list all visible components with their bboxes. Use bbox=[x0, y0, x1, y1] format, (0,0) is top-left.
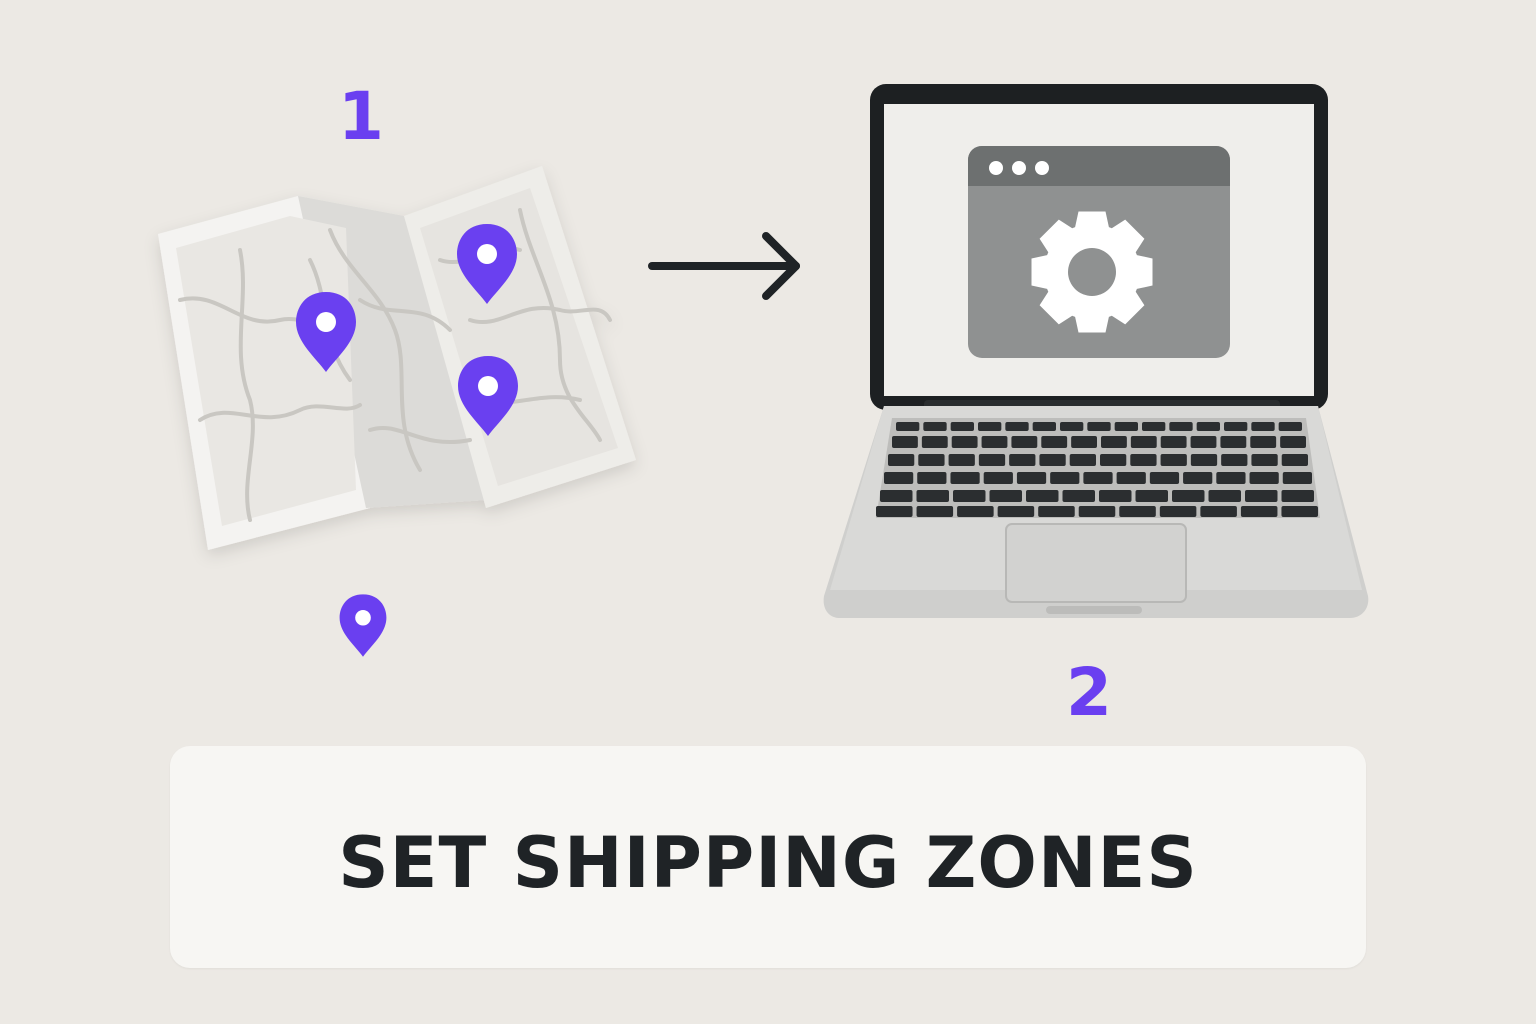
keyboard-key bbox=[1116, 472, 1146, 484]
keyboard-key bbox=[1282, 472, 1312, 484]
keyboard-key bbox=[957, 506, 994, 517]
keyboard-key bbox=[916, 490, 949, 502]
keyboard-key bbox=[989, 490, 1022, 502]
keyboard-key bbox=[1190, 454, 1218, 466]
keyboard-key bbox=[978, 454, 1006, 466]
keyboard-key bbox=[917, 472, 947, 484]
settings-window bbox=[968, 146, 1230, 358]
keyboard-key bbox=[1060, 422, 1084, 431]
keyboard-key bbox=[997, 506, 1035, 517]
keyboard-key bbox=[1220, 436, 1247, 448]
keyboard-key bbox=[951, 436, 978, 448]
keyboard-key bbox=[1221, 454, 1248, 466]
keyboard-key bbox=[884, 472, 914, 484]
keyboard-key bbox=[1071, 436, 1097, 448]
keyboard-key bbox=[1250, 436, 1277, 448]
keyboard-key bbox=[1135, 490, 1168, 502]
keyboard-key bbox=[1216, 472, 1246, 484]
keyboard-key bbox=[1130, 436, 1157, 448]
keyboard-key bbox=[1101, 436, 1127, 448]
keyboard-key bbox=[1160, 436, 1187, 448]
keyboard-key bbox=[1281, 490, 1314, 502]
keyboard-key bbox=[981, 436, 1008, 448]
caption-banner bbox=[170, 746, 1366, 968]
keyboard-key bbox=[880, 490, 913, 502]
keyboard-key bbox=[1114, 422, 1138, 431]
keyboard-key bbox=[950, 422, 974, 431]
keyboard-key bbox=[1069, 454, 1096, 466]
gear-icon bbox=[1031, 211, 1153, 333]
keyboard-key bbox=[1281, 454, 1308, 466]
keyboard bbox=[876, 422, 1318, 517]
keyboard-key bbox=[1251, 422, 1275, 431]
keyboard-key bbox=[1196, 422, 1220, 431]
keyboard-key bbox=[953, 490, 986, 502]
keyboard-key bbox=[978, 422, 1002, 431]
keyboard-key bbox=[1190, 436, 1217, 448]
keyboard-key bbox=[1005, 422, 1029, 431]
keyboard-key bbox=[1026, 490, 1059, 502]
keyboard-key bbox=[1032, 422, 1056, 431]
location-pin-icon bbox=[339, 594, 387, 657]
keyboard-key bbox=[918, 454, 945, 466]
keyboard-key bbox=[1083, 472, 1113, 484]
keyboard-key bbox=[1245, 490, 1278, 502]
keyboard-key bbox=[888, 454, 915, 466]
window-dot bbox=[1035, 161, 1049, 175]
keyboard-key bbox=[1280, 436, 1306, 448]
keyboard-key bbox=[1278, 422, 1302, 431]
arrow-right-icon bbox=[648, 232, 800, 300]
caption-text: SET SHIPPING ZONES bbox=[338, 822, 1198, 904]
keyboard-key bbox=[1251, 454, 1278, 466]
keyboard-key bbox=[1149, 472, 1180, 484]
keyboard-key bbox=[1169, 422, 1193, 431]
keyboard-key bbox=[1200, 506, 1237, 517]
keyboard-key bbox=[1159, 506, 1197, 517]
keyboard-key bbox=[1183, 472, 1213, 484]
window-dot bbox=[989, 161, 1003, 175]
keyboard-key bbox=[1009, 454, 1036, 466]
keyboard-key bbox=[1172, 490, 1205, 502]
keyboard-key bbox=[1130, 454, 1157, 466]
keyboard-key bbox=[1240, 506, 1278, 517]
keyboard-key bbox=[1078, 506, 1116, 517]
keyboard-key bbox=[1050, 472, 1080, 484]
step-number-2: 2 bbox=[1066, 654, 1112, 731]
keyboard-key bbox=[1038, 506, 1075, 517]
keyboard-key bbox=[1087, 422, 1111, 431]
keyboard-key bbox=[1208, 490, 1241, 502]
keyboard-key bbox=[1160, 454, 1187, 466]
keyboard-key bbox=[1119, 506, 1156, 517]
keyboard-key bbox=[1224, 422, 1248, 431]
keyboard-key bbox=[983, 472, 1013, 484]
keyboard-key bbox=[1281, 506, 1318, 517]
keyboard-key bbox=[923, 422, 947, 431]
keyboard-key bbox=[916, 506, 954, 517]
keyboard-key bbox=[1011, 436, 1038, 448]
keyboard-key bbox=[1039, 454, 1066, 466]
step-number-1: 1 bbox=[338, 78, 384, 155]
keyboard-key bbox=[876, 506, 913, 517]
keyboard-key bbox=[1062, 490, 1095, 502]
folded-map-icon bbox=[158, 166, 636, 550]
keyboard-key bbox=[896, 422, 920, 431]
keyboard-key bbox=[1041, 436, 1068, 448]
keyboard-key bbox=[1099, 490, 1132, 502]
keyboard-key bbox=[950, 472, 980, 484]
keyboard-key bbox=[892, 436, 918, 448]
keyboard-key bbox=[1142, 422, 1166, 431]
keyboard-key bbox=[1016, 472, 1047, 484]
window-dot bbox=[1012, 161, 1026, 175]
keyboard-key bbox=[921, 436, 948, 448]
keyboard-key bbox=[1249, 472, 1279, 484]
keyboard-key bbox=[948, 454, 975, 466]
keyboard-key bbox=[1100, 454, 1127, 466]
